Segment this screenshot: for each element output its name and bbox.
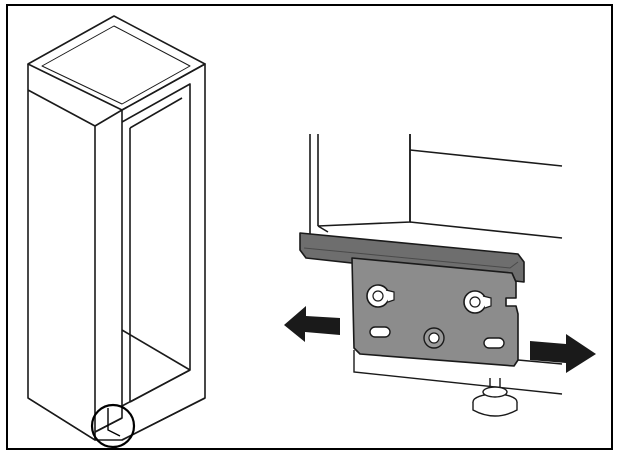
slot-left [369, 326, 391, 338]
diagram-frame [6, 4, 613, 450]
cabinet-niche [27, 15, 206, 441]
screw-left [366, 284, 395, 308]
arrow-left-icon [284, 306, 340, 342]
hinge-highlight-detail [107, 408, 121, 437]
bracket-plate [351, 257, 519, 367]
slot-right [483, 337, 505, 349]
hinge-highlight-circle [90, 403, 136, 449]
adjustable-foot [472, 378, 518, 417]
hinge-bracket [299, 232, 525, 367]
arrow-right-icon [530, 334, 596, 373]
screw-right [463, 290, 492, 314]
appliance-body [309, 134, 563, 239]
